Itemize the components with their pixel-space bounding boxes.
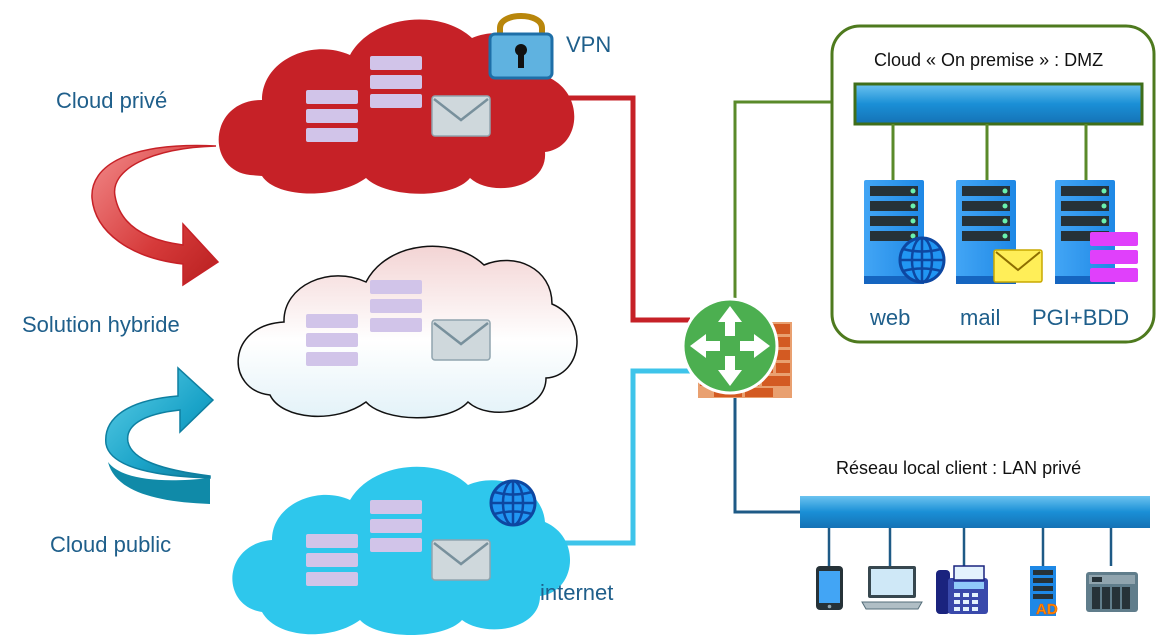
red-curved-arrow	[91, 144, 220, 287]
dmz-link	[733, 100, 857, 305]
label-vpn: VPN	[566, 32, 612, 57]
ad-server-icon	[1030, 566, 1056, 616]
phone-fax-icon	[936, 565, 988, 614]
database-icon	[1090, 232, 1138, 282]
public-cloud	[232, 466, 571, 635]
vpn-link	[553, 95, 690, 323]
label-hybrid-solution: Solution hybride	[22, 312, 180, 337]
label-server-pgi: PGI+BDD	[1032, 305, 1130, 330]
globe-icon	[489, 479, 537, 527]
label-lan-title: Réseau local client : LAN privé	[836, 458, 1082, 478]
label-server-web: web	[870, 305, 911, 330]
label-cloud-private: Cloud privé	[56, 88, 168, 113]
lan-zone	[800, 496, 1150, 566]
nas-icon	[1086, 572, 1138, 612]
label-cloud-public: Cloud public	[50, 532, 172, 557]
lan-link	[733, 395, 800, 514]
envelope-icon	[993, 249, 1043, 283]
label-internet: internet	[540, 580, 614, 605]
router-icon	[681, 297, 779, 395]
connection-lines	[553, 95, 857, 546]
internet-link	[553, 368, 690, 546]
label-dmz-title: Cloud « On premise » : DMZ	[874, 50, 1104, 70]
laptop-icon	[861, 566, 923, 610]
smartphone-icon	[816, 566, 843, 610]
globe-icon	[898, 236, 946, 284]
ad-badge: AD	[1036, 601, 1058, 618]
blue-curved-arrow	[105, 366, 215, 504]
label-server-mail: mail	[960, 305, 1001, 330]
hybrid-cloud	[237, 245, 578, 419]
private-cloud	[218, 19, 575, 194]
padlock-icon	[488, 13, 554, 80]
